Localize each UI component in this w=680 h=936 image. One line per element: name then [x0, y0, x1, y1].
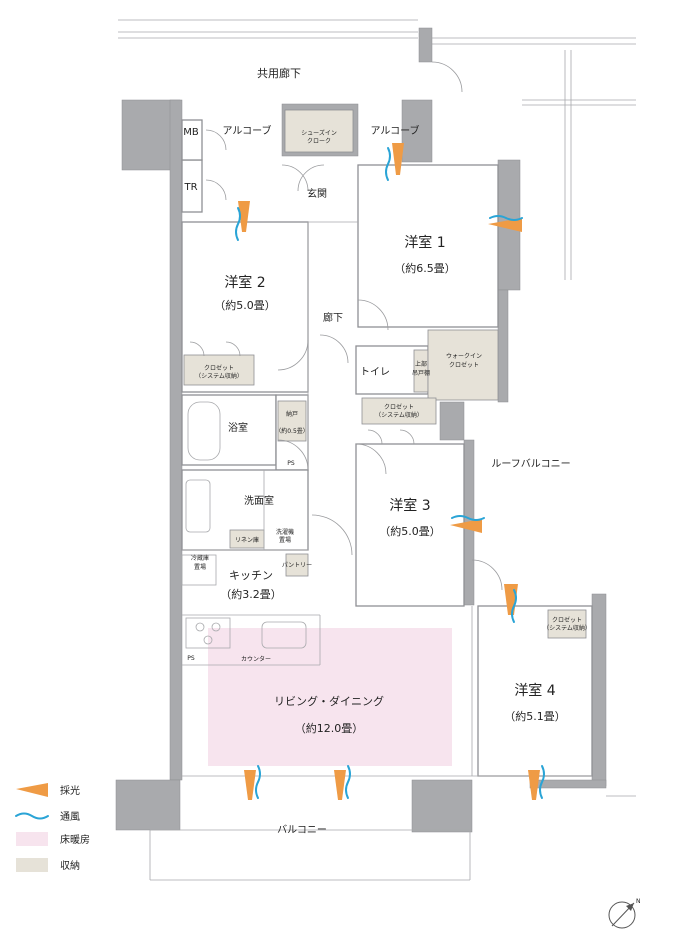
- label-storage-size: （約0.5畳）: [275, 427, 309, 435]
- legend: 採光 通風 床暖房 収納: [15, 783, 90, 872]
- label-fridge-1: 冷蔵庫: [191, 554, 209, 562]
- label-room3-size: （約5.0畳）: [379, 524, 441, 538]
- label-counter: カウンター: [241, 655, 271, 663]
- compass-icon: N: [608, 898, 641, 929]
- sunlight-swatch: [16, 783, 48, 797]
- partitions: [182, 221, 592, 777]
- label-room4-closet-2: （システム収納）: [543, 624, 591, 632]
- label-alcove-left: アルコーブ: [222, 124, 271, 137]
- label-bath: 浴室: [228, 421, 248, 434]
- floor-heating-area: [208, 628, 452, 766]
- ventilation-markers: [235, 147, 545, 799]
- label-kitchen-size: （約3.2畳）: [220, 587, 282, 601]
- label-room1-size: （約6.5畳）: [394, 261, 456, 275]
- label-washroom: 洗面室: [244, 494, 274, 507]
- label-tr: TR: [183, 182, 197, 193]
- label-ps-lower: PS: [187, 655, 195, 662]
- label-shoes-closet-1: シューズイン: [301, 129, 337, 137]
- label-room2-size: （約5.0畳）: [214, 298, 276, 312]
- balcony-railing: [149, 795, 636, 881]
- label-living-size: （約12.0畳）: [295, 721, 364, 735]
- label-entrance: 玄関: [307, 187, 327, 200]
- legend-item-ventilation: 通風: [15, 811, 80, 823]
- label-living: リビング・ダイニング: [274, 694, 384, 708]
- room-labels: 共用廊下 アルコーブ アルコーブ MB TR シューズイン クローク 玄関 廊下…: [183, 66, 591, 836]
- label-room3-closet: クロゼット: [384, 403, 414, 411]
- label-room3: 洋室 3: [389, 497, 430, 514]
- label-shoes-closet-2: クローク: [307, 138, 331, 145]
- storage-areas: [183, 109, 587, 639]
- kitchen-fixtures: [181, 401, 307, 649]
- floor-heating-swatch: [16, 832, 48, 846]
- ventilation-swatch: [15, 812, 49, 820]
- label-kitchen: キッチン: [229, 569, 273, 582]
- legend-sunlight-label: 採光: [60, 784, 80, 797]
- label-pantry: パントリー: [282, 562, 312, 569]
- label-room4-size: （約5.1畳）: [504, 709, 566, 723]
- label-ps-upper: PS: [287, 460, 295, 467]
- label-room2-closet: クロゼット: [204, 364, 234, 372]
- legend-item-storage: 収納: [16, 858, 80, 872]
- label-roof-balcony: ルーフバルコニー: [491, 458, 570, 470]
- legend-item-sunlight: 採光: [16, 783, 80, 797]
- label-alcove-right: アルコーブ: [370, 124, 419, 137]
- label-room4-closet-1: クロゼット: [552, 616, 582, 624]
- legend-ventilation-label: 通風: [60, 811, 80, 823]
- label-balcony: バルコニー: [277, 824, 327, 836]
- label-upper-shelf-1: 上部: [415, 360, 427, 368]
- legend-storage-label: 収納: [60, 859, 80, 872]
- compass-label: N: [636, 898, 641, 905]
- legend-floor-heating-label: 床暖房: [60, 833, 90, 846]
- legend-item-floor-heating: 床暖房: [16, 832, 90, 846]
- label-upper-shelf-2: 吊戸棚: [412, 369, 430, 377]
- label-room4: 洋室 4: [514, 682, 555, 699]
- label-mb: MB: [183, 127, 199, 138]
- label-walkin-closet-2: クロゼット: [449, 361, 479, 369]
- label-corridor: 共用廊下: [257, 66, 301, 80]
- label-room1: 洋室 1: [404, 234, 445, 251]
- label-room2-system: （システム収納）: [195, 372, 243, 380]
- label-fridge-2: 置場: [194, 563, 206, 571]
- label-toilet: トイレ: [360, 367, 390, 378]
- label-storage: 納戸: [286, 410, 298, 418]
- label-washer-1: 洗濯機: [276, 528, 294, 536]
- label-linen: リネン庫: [235, 536, 259, 544]
- label-walkin-closet-1: ウォークイン: [446, 352, 482, 360]
- label-hallway: 廊下: [323, 311, 343, 324]
- label-washer-2: 置場: [279, 536, 291, 544]
- label-room3-system: （システム収納）: [375, 411, 423, 419]
- label-room2: 洋室 2: [224, 274, 265, 291]
- storage-swatch: [16, 858, 48, 872]
- corridor-railing: [118, 19, 636, 280]
- doors: [189, 61, 503, 591]
